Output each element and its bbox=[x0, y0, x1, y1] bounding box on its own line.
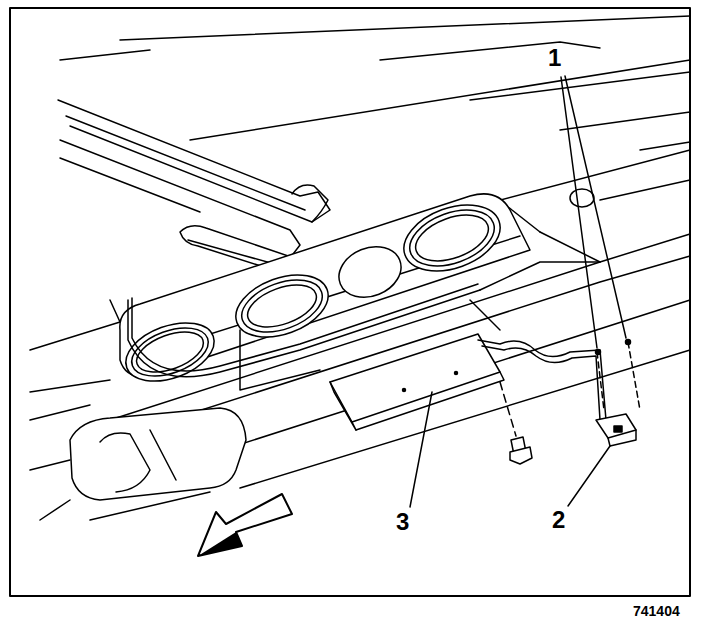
callout-number: 2 bbox=[552, 508, 565, 532]
figure-number: 741404 bbox=[633, 604, 680, 618]
callout-number: 3 bbox=[396, 510, 409, 534]
callout-number: 1 bbox=[548, 46, 561, 70]
